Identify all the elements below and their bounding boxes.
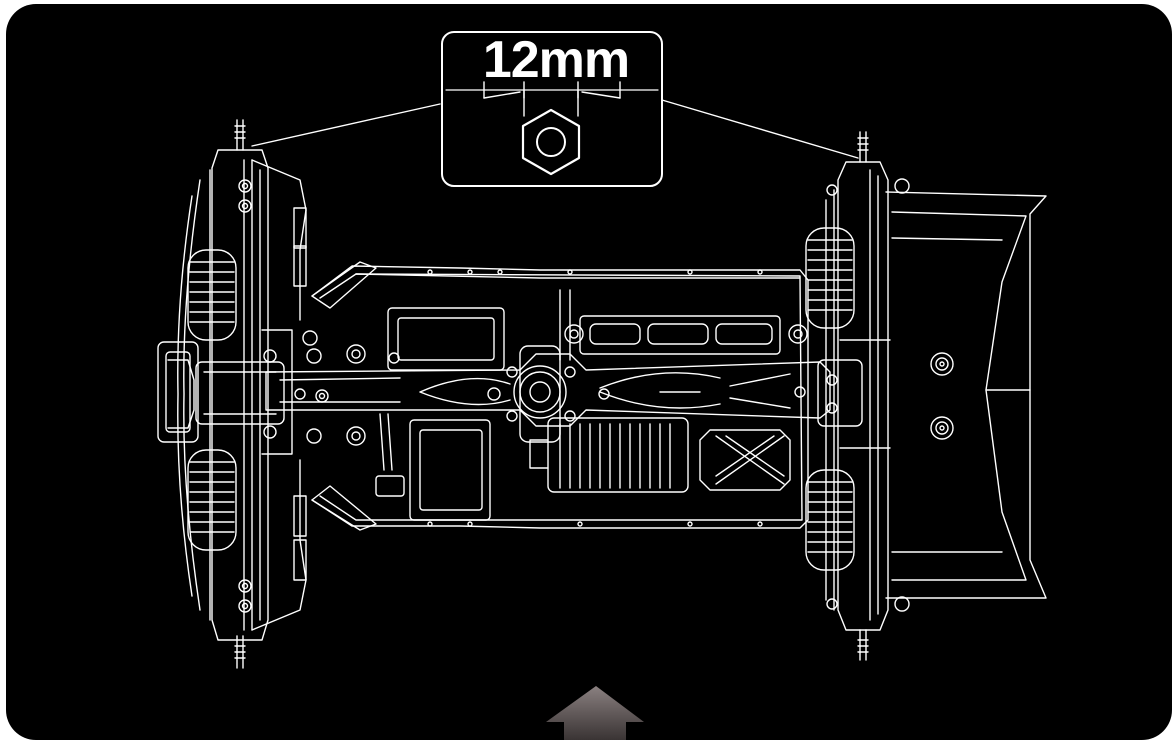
leader-line-right <box>661 99 859 159</box>
leader-line-left <box>251 103 441 147</box>
main-chassis-plate <box>311 261 809 531</box>
dimension-label: 12mm <box>482 31 630 89</box>
left-suspension-assembly <box>157 119 307 669</box>
rear-wing <box>885 191 1047 599</box>
hex-nut-icon <box>521 108 581 176</box>
battery-slots <box>559 289 781 361</box>
motor <box>409 417 689 521</box>
x-brace <box>699 429 791 491</box>
callout-box <box>441 31 663 187</box>
diagram-panel: 12mm <box>6 4 1172 740</box>
center-brace <box>265 353 831 427</box>
spur-gear <box>506 345 576 443</box>
forward-direction-arrow-icon <box>546 686 644 740</box>
receiver-box <box>387 307 505 371</box>
servo-linkage <box>302 324 808 497</box>
chassis-diagram <box>157 31 1047 740</box>
right-suspension-assembly <box>805 131 910 661</box>
